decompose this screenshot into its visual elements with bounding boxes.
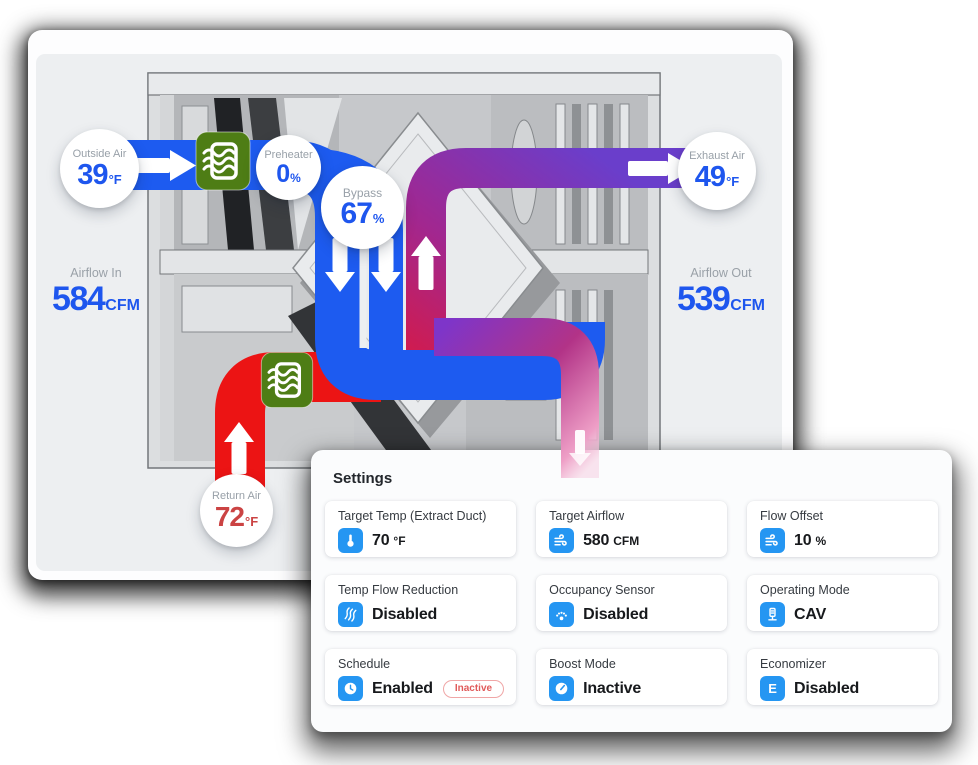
outside-air-value: 39 — [77, 158, 108, 191]
card-flow-offset-value: 10 — [794, 531, 812, 549]
card-target-temp-value: 70 — [372, 531, 390, 549]
economizer-icon: E — [760, 676, 786, 701]
airflow-out-label: Airflow Out — [690, 266, 752, 280]
airflow-out-value: 539 — [677, 280, 731, 318]
return-air-label: Return Air — [212, 489, 261, 502]
return-air-node: Return Air 72°F — [200, 474, 273, 547]
occupancy-sensor-icon — [549, 602, 575, 627]
card-target-temp-label: Target Temp (Extract Duct) — [338, 509, 487, 523]
airflow-icon — [549, 528, 575, 553]
temp-flow-reduction-icon — [338, 602, 363, 627]
preheater-value: 0 — [276, 159, 290, 188]
exhaust-air-unit: °F — [726, 174, 740, 189]
card-boost-mode-value: Inactive — [583, 679, 642, 697]
preheater-label: Preheater — [264, 148, 313, 161]
return-air-unit: °F — [245, 513, 259, 529]
flow-offset-icon — [760, 528, 786, 553]
card-economizer-label: Economizer — [760, 657, 827, 671]
bypass-unit: % — [372, 210, 385, 226]
airflow-in-value: 584 — [52, 280, 106, 318]
schedule-status-badge: Inactive — [442, 679, 505, 698]
settings-cards-grid: Target Temp (Extract Duct) 70°F Target A… — [325, 501, 938, 705]
card-target-airflow-value: 580 — [583, 531, 610, 549]
card-target-temp[interactable]: Target Temp (Extract Duct) 70°F — [325, 501, 517, 557]
thermometer-icon — [338, 528, 363, 553]
card-operating-mode-label: Operating Mode — [760, 583, 850, 597]
bypass-label: Bypass — [342, 185, 383, 200]
card-operating-mode[interactable]: Operating Mode CAV — [747, 575, 938, 631]
settings-title: Settings — [333, 470, 393, 487]
bypass-down-arrow-icon — [371, 238, 401, 292]
card-economizer[interactable]: Economizer E Disabled — [747, 649, 938, 705]
schedule-icon — [338, 676, 363, 701]
card-temp-flow-reduction-label: Temp Flow Reduction — [338, 583, 459, 597]
exhaust-air-label: Exhaust Air — [689, 150, 745, 162]
bypass-node: Bypass 67% — [321, 166, 404, 249]
filter-icon-supply — [195, 131, 251, 191]
card-temp-flow-reduction-value: Disabled — [372, 605, 438, 623]
diagram-card: Outside Air 39°F Preheater 0% Bypass 67%… — [28, 30, 793, 580]
exhaust-flow-band — [406, 148, 698, 388]
card-schedule[interactable]: Schedule Enabled Inactive — [325, 649, 517, 705]
exhaust-air-node: Exhaust Air 49°F — [678, 132, 756, 210]
preheater-unit: % — [290, 170, 301, 185]
return-up-arrow-icon — [224, 422, 254, 474]
card-boost-mode-label: Boost Mode — [549, 657, 616, 671]
operating-mode-icon — [760, 602, 786, 627]
airflow-out-unit: CFM — [730, 297, 765, 314]
card-flow-offset-label: Flow Offset — [760, 509, 824, 523]
card-target-airflow-label: Target Airflow — [549, 509, 625, 523]
outside-air-node: Outside Air 39°F — [60, 129, 139, 208]
airflow-in-label: Airflow In — [70, 266, 122, 280]
exhaust-air-value: 49 — [694, 161, 726, 193]
filter-icon-return — [260, 351, 314, 409]
card-occupancy-sensor[interactable]: Occupancy Sensor Disabled — [536, 575, 728, 631]
preheater-node: Preheater 0% — [256, 135, 321, 200]
card-temp-flow-reduction[interactable]: Temp Flow Reduction Disabled — [325, 575, 517, 631]
card-boost-mode[interactable]: Boost Mode Inactive — [536, 649, 728, 705]
card-operating-mode-value: CAV — [794, 605, 827, 623]
exhaust-up-arrow-icon — [411, 236, 441, 290]
card-economizer-value: Disabled — [794, 679, 860, 697]
card-schedule-value: Enabled — [372, 679, 433, 697]
supply-down-arrow-icon — [325, 238, 355, 292]
outside-air-arrow-icon — [130, 150, 196, 181]
bypass-value: 67 — [340, 196, 373, 230]
card-occupancy-sensor-label: Occupancy Sensor — [549, 583, 655, 597]
card-flow-offset[interactable]: Flow Offset 10% — [747, 501, 938, 557]
card-schedule-label: Schedule — [338, 657, 391, 671]
boost-mode-icon — [549, 676, 575, 701]
airflow-in-unit: CFM — [105, 297, 140, 314]
outside-air-label: Outside Air — [72, 147, 127, 160]
return-air-value: 72 — [214, 500, 245, 532]
settings-panel: Settings Target Temp (Extract Duct) 70°F… — [311, 450, 952, 732]
card-occupancy-sensor-value: Disabled — [583, 605, 649, 623]
outside-air-unit: °F — [108, 171, 122, 187]
